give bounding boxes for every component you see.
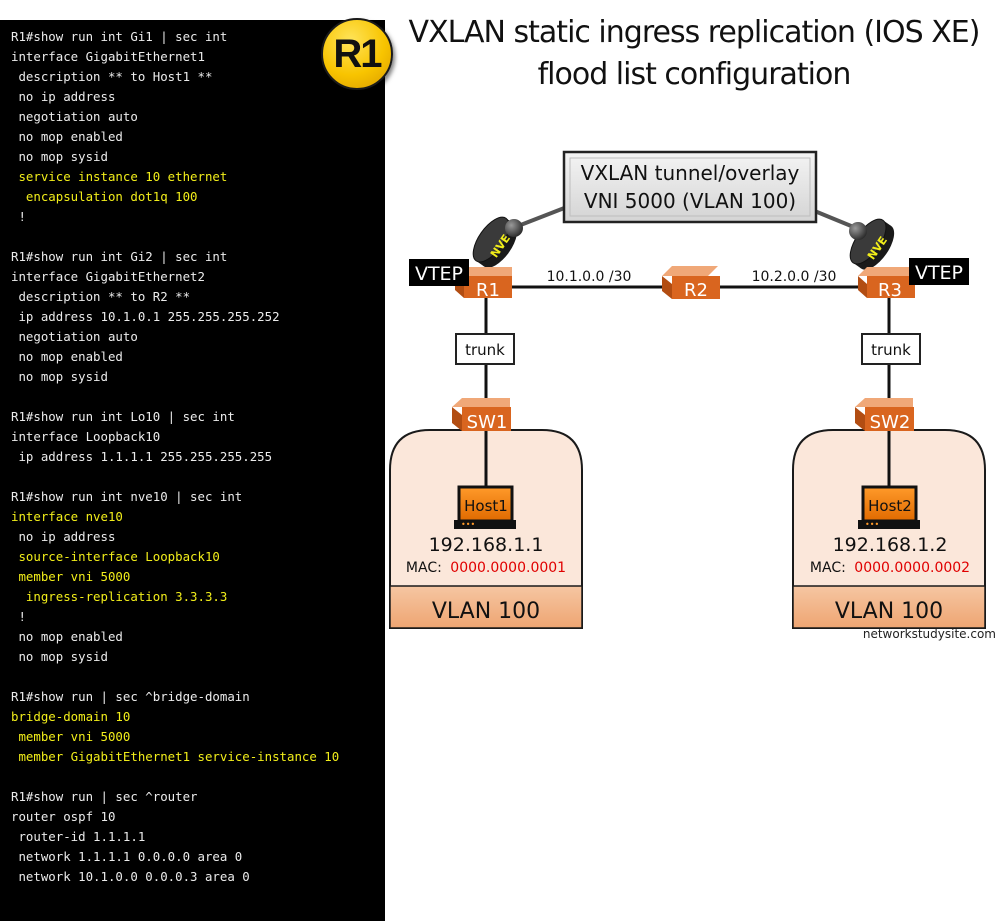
cli-line: interface Loopback10 xyxy=(11,429,161,444)
cli-line: R1#show run int Lo10 | sec int xyxy=(11,409,235,424)
router-badge: R1 xyxy=(321,18,393,90)
nve-knob-r1 xyxy=(505,219,523,237)
cli-line: router-id 1.1.1.1 xyxy=(11,829,146,844)
nve-icon-r1: NVE xyxy=(472,216,518,268)
cli-line: ip address 10.1.0.1 255.255.255.252 xyxy=(11,309,280,324)
cli-line: member GigabitEthernet1 service-instance… xyxy=(11,749,340,764)
trunk-label-2: trunk xyxy=(871,341,911,359)
host-2-ip: 192.168.1.2 xyxy=(833,534,948,556)
cli-line: service instance 10 ethernet xyxy=(11,169,228,184)
cli-line: R1#show run int Gi2 | sec int xyxy=(11,249,228,264)
switch-sw1-label: SW1 xyxy=(467,412,508,433)
cli-line: no mop sysid xyxy=(11,149,108,164)
switch-sw2-label: SW2 xyxy=(870,412,911,433)
vxlan-tunnel-box: VXLAN tunnel/overlay VNI 5000 (VLAN 100) xyxy=(562,150,818,224)
cli-line: description ** to R2 ** xyxy=(11,289,191,304)
cli-line: R1#show run int nve10 | sec int xyxy=(11,489,243,504)
host-2-label: Host2 xyxy=(868,497,912,515)
cli-line: ingress-replication 3.3.3.3 xyxy=(11,589,228,604)
cli-line: interface GigabitEthernet2 xyxy=(11,269,205,284)
site-1-vlan-label: VLAN 100 xyxy=(432,599,540,624)
tunnel-label-1: VXLAN tunnel/overlay xyxy=(581,161,800,185)
router-r3: R3 xyxy=(858,267,915,301)
router-r2-label: R2 xyxy=(684,280,708,301)
cli-line: description ** to Host1 ** xyxy=(11,69,213,84)
router-r1-label: R1 xyxy=(476,280,500,301)
cli-line: source-interface Loopback10 xyxy=(11,549,220,564)
cli-line: ! xyxy=(11,609,26,624)
cli-line: encapsulation dot1q 100 xyxy=(11,189,198,204)
svg-text:•••: ••• xyxy=(461,520,475,529)
cli-line: R1#show run | sec ^router xyxy=(11,789,198,804)
cli-line: router ospf 10 xyxy=(11,809,116,824)
host-1-laptop-icon: ••• Host1 xyxy=(454,485,516,529)
site-2-vlan-label: VLAN 100 xyxy=(835,599,943,624)
cli-line: negotiation auto xyxy=(11,329,138,344)
cli-line: interface nve10 xyxy=(11,509,123,524)
host-2-mac-label: MAC: xyxy=(810,560,846,576)
tunnel-label-2: VNI 5000 (VLAN 100) xyxy=(584,189,796,213)
vtep-tag-r3: VTEP xyxy=(909,258,969,285)
cli-output-lines: R1#show run int Gi1 | sec int interface G… xyxy=(11,27,339,887)
trunk-tag-2: trunk xyxy=(861,333,921,365)
vtep-label-r3: VTEP xyxy=(915,262,963,284)
cli-line: no mop enabled xyxy=(11,349,123,364)
host-1-label: Host1 xyxy=(464,497,508,515)
cli-line: no mop sysid xyxy=(11,369,108,384)
title-line-1: VXLAN static ingress replication (IOS XE… xyxy=(408,15,981,50)
host-1-ip: 192.168.1.1 xyxy=(429,534,544,556)
host-2-mac: 0000.0000.0002 xyxy=(854,560,970,576)
page-title: VXLAN static ingress replication (IOS XE… xyxy=(390,12,998,96)
cli-line: R1#show run | sec ^bridge-domain xyxy=(11,689,250,704)
cli-line: network 1.1.1.1 0.0.0.0 area 0 xyxy=(11,849,243,864)
cli-output-panel: R1#show run int Gi1 | sec int interface G… xyxy=(0,20,385,921)
switch-sw2: SW2 xyxy=(855,398,914,433)
cli-line: R1#show run int Gi1 | sec int xyxy=(11,29,228,44)
router-r2: R2 xyxy=(662,266,720,301)
cli-line: no mop enabled xyxy=(11,129,123,144)
cli-line: no ip address xyxy=(11,89,116,104)
cli-line: interface GigabitEthernet1 xyxy=(11,49,205,64)
site-1-vlan-bar xyxy=(389,585,583,629)
host-1-mac: 0000.0000.0001 xyxy=(450,560,566,576)
host-2-laptop-icon: ••• Host2 xyxy=(858,485,920,529)
watermark: networkstudysite.com xyxy=(863,627,996,641)
host-1-mac-label: MAC: xyxy=(406,560,442,576)
cli-line: no ip address xyxy=(11,529,116,544)
cli-line: network 10.1.0.0 0.0.0.3 area 0 xyxy=(11,869,250,884)
cli-line: member vni 5000 xyxy=(11,569,131,584)
switch-sw1: SW1 xyxy=(452,398,511,433)
cli-line: member vni 5000 xyxy=(11,729,131,744)
link-label-r1-r2: 10.1.0.0 /30 xyxy=(547,269,632,285)
vtep-label-r1: VTEP xyxy=(415,263,463,285)
trunk-tag-1: trunk xyxy=(455,333,515,365)
cli-line: bridge-domain 10 xyxy=(11,709,131,724)
title-line-2: flood list configuration xyxy=(537,57,852,92)
link-label-r2-r3: 10.2.0.0 /30 xyxy=(752,269,837,285)
vtep-tag-r1: VTEP xyxy=(409,259,469,286)
cli-line: negotiation auto xyxy=(11,109,138,124)
site-2-vlan-bar xyxy=(792,585,986,629)
cli-line: ! xyxy=(11,209,26,224)
cli-line: ip address 1.1.1.1 255.255.255.255 xyxy=(11,449,273,464)
host-1-mac-line: MAC: 0000.0000.0001 xyxy=(406,560,566,576)
svg-text:•••: ••• xyxy=(865,520,879,529)
cli-line: no mop sysid xyxy=(11,649,108,664)
host-2-mac-line: MAC: 0000.0000.0002 xyxy=(810,560,970,576)
nve-knob-r3 xyxy=(849,222,867,240)
trunk-label-1: trunk xyxy=(465,341,505,359)
cli-line: no mop enabled xyxy=(11,629,123,644)
router-r3-label: R3 xyxy=(878,280,902,301)
nve-icon-r3: NVE xyxy=(849,218,895,270)
